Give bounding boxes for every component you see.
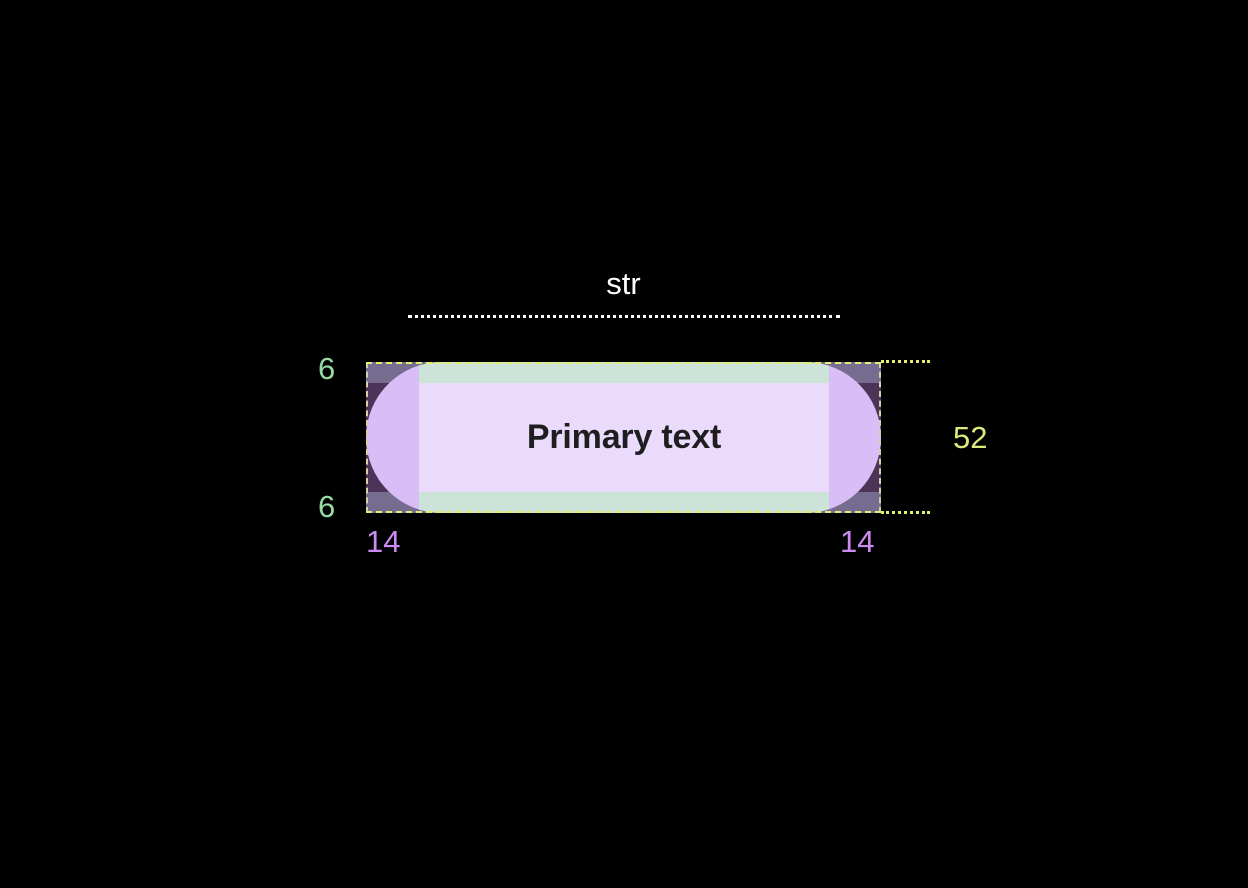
padding-top-label: 6 [318,351,336,386]
padding-band-top [419,362,829,383]
padding-bottom-label: 6 [318,489,336,524]
height-guide-line-bottom [881,511,930,514]
height-guide-line-top [881,360,930,363]
width-label: str [606,266,641,301]
height-label: 52 [953,420,988,455]
width-guide-line [408,315,840,318]
padding-right-label: 14 [840,524,875,559]
pill-button[interactable]: Primary text [366,362,881,513]
inspected-component[interactable]: Primary text [366,362,881,513]
padding-left-label: 14 [366,524,401,559]
content-box: Primary text [419,383,829,492]
padding-band-bottom [419,492,829,513]
primary-text-label: Primary text [526,418,722,456]
